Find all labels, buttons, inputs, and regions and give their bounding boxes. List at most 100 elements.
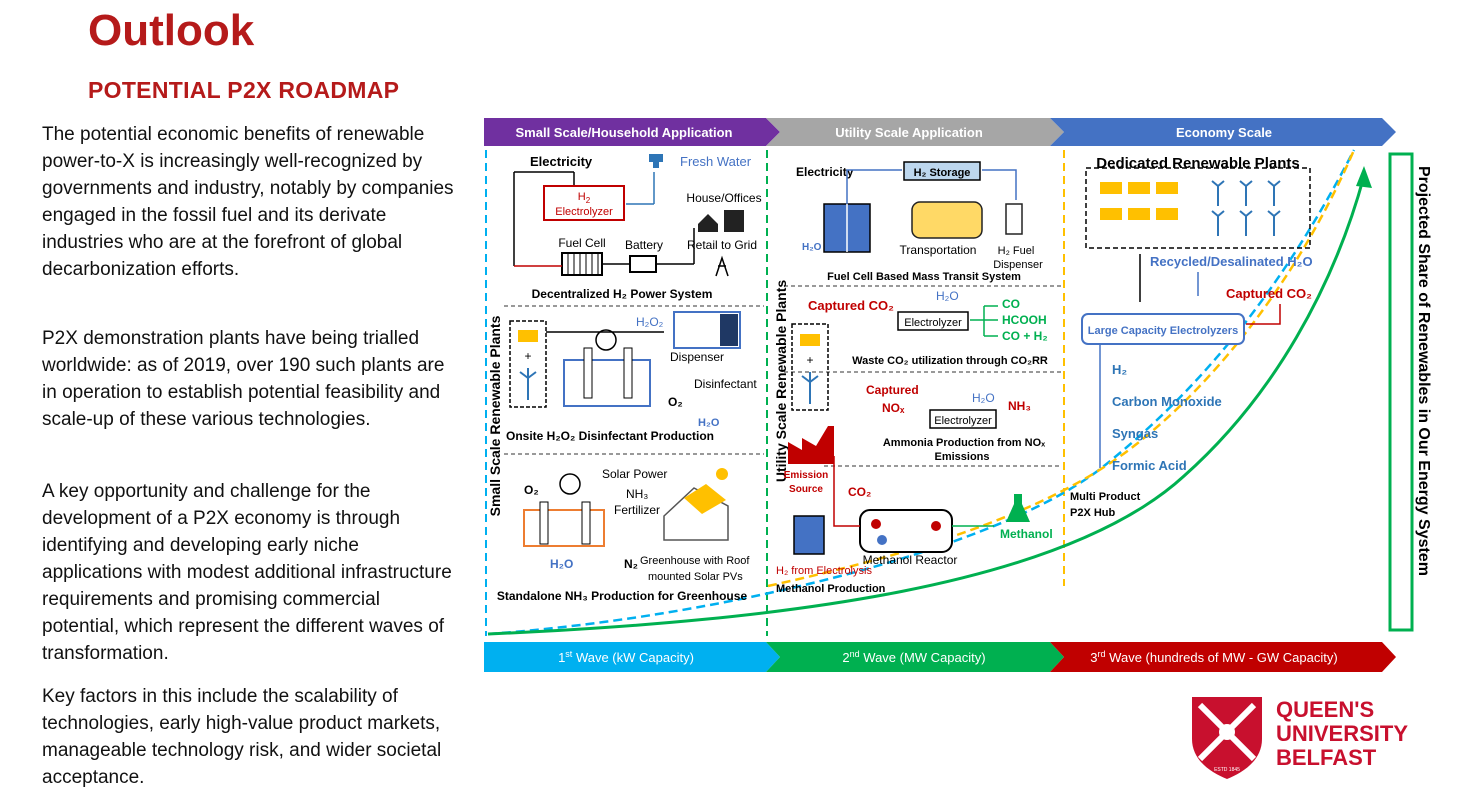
product-co-h2: CO + H₂ <box>1002 329 1048 343</box>
product-hcooh: HCOOH <box>1002 313 1047 327</box>
power-supply-icon-2 <box>559 473 581 495</box>
logo-line-1: QUEEN'S <box>1276 697 1374 722</box>
large-electrolyzers-label: Large Capacity Electrolyzers <box>1088 325 1238 337</box>
utility-co2-label: CO₂ <box>848 485 871 499</box>
small-electricity-label: Electricity <box>530 154 593 169</box>
product-co: CO <box>1002 297 1020 311</box>
utility-dispenser-label: Dispenser <box>993 259 1043 271</box>
battery-icon <box>629 255 657 273</box>
h2o2-label: H₂O₂ <box>636 315 664 329</box>
logo-line-3: BELFAST <box>1276 745 1377 770</box>
h2o-label: H₂O <box>698 417 720 429</box>
small-scale-section: Electricity Fresh Water H2 Electrolyzer … <box>497 154 762 603</box>
retail-to-grid-label: Retail to Grid <box>687 238 757 252</box>
large-electrolyzers-box <box>1081 313 1245 345</box>
faucet-icon <box>649 154 663 168</box>
h2ob-label: H₂O <box>550 557 573 571</box>
greenhouse-label-1: Greenhouse with Roof <box>640 555 750 567</box>
side-label-utility: Utility Scale Renewable Plants <box>773 280 789 483</box>
office-icon <box>724 210 744 232</box>
economy-product-syngas: Syngas <box>1112 426 1158 441</box>
p2x-roadmap-figure: Small Scale/Household Application Utilit… <box>484 118 1432 672</box>
wave-1-label: 1st Wave (kW Capacity) <box>558 649 694 665</box>
top-arrow-small: Small Scale/Household Application <box>516 125 733 140</box>
utility-system2-label: Waste CO₂ utilization through CO₂RR <box>852 355 1048 367</box>
utility-system4-label: Methanol Production <box>776 583 886 595</box>
h2-electrolyzer-box <box>543 185 625 221</box>
methanol-reactor-label: Methanol Reactor <box>863 553 958 567</box>
growth-curve-green <box>487 175 1366 636</box>
system2-label: Onsite H₂O₂ Disinfectant Production <box>506 429 714 443</box>
utility-system3b-label: Emissions <box>934 451 989 463</box>
slide-subtitle: POTENTIAL P2X ROADMAP <box>88 77 400 103</box>
slide-title: Outlook <box>88 6 255 55</box>
h2-storage-label: H₂ Storage <box>914 167 971 179</box>
methanol-flask-icon <box>1006 494 1030 522</box>
paragraph-1: The potential economic benefits of renew… <box>42 124 454 280</box>
system3-label: Standalone NH₃ Production for Greenhouse <box>497 589 748 603</box>
house-offices-label: House/Offices <box>686 191 761 205</box>
utility-system1-label: Fuel Cell Based Mass Transit System <box>827 271 1021 283</box>
recycled-h2o-label: Recycled/Desalinated H₂O <box>1150 254 1313 269</box>
methanol-reactor-icon <box>859 509 953 553</box>
paragraph-3: A key opportunity and challenge for the … <box>42 481 452 664</box>
disinfectant-label: Disinfectant <box>694 377 757 391</box>
solar-panel-icon <box>518 330 538 342</box>
o2-label: O₂ <box>668 395 683 409</box>
economy-product-formic: Formic Acid <box>1112 458 1187 473</box>
house-icon <box>698 214 718 232</box>
svg-text:+: + <box>524 349 531 363</box>
pylon-icon <box>715 255 729 277</box>
economy-product-co: Carbon Monoxide <box>1112 394 1222 409</box>
n2-label: N₂ <box>624 557 638 571</box>
nox-electrolyzer-box <box>929 409 997 429</box>
side-label-small: Small Scale Renewable Plants <box>487 315 503 516</box>
qub-logo: ESTD 1845 QUEEN'S UNIVERSITY BELFAST <box>1190 695 1440 780</box>
wave-2-label: 2nd Wave (MW Capacity) <box>842 649 985 665</box>
methanol-electrolyzer-icon <box>793 515 825 555</box>
emission-source-label-1: Emission <box>784 470 828 481</box>
utility-system3a-label: Ammonia Production from NOₓ <box>883 437 1046 449</box>
small-electrolyzer-label: Electrolyzer <box>555 206 613 218</box>
methanol-label: Methanol <box>1000 527 1053 541</box>
co2rr-electrolyzer-box <box>897 311 969 331</box>
utility-solar-icon <box>800 334 820 346</box>
solar-power-label: Solar Power <box>602 467 667 481</box>
system1-label: Decentralized H₂ Power System <box>532 287 713 301</box>
dispenser-label: Dispenser <box>670 350 724 364</box>
fertilizer-label: Fertilizer <box>614 503 660 517</box>
top-arrow-bar: Small Scale/Household Application Utilit… <box>484 118 1396 146</box>
utility-electricity-label: Electricity <box>796 165 854 179</box>
nh3-cell <box>523 509 605 547</box>
utility-h2o-label: H₂O <box>802 242 822 253</box>
nox-label: NOₓ <box>882 401 905 415</box>
wind-turbine-icon <box>519 368 537 400</box>
logo-line-2: UNIVERSITY <box>1276 721 1408 746</box>
p2x-hub-label-2: P2X Hub <box>1070 507 1116 519</box>
utility-renewable-box <box>791 323 829 411</box>
battery-label: Battery <box>625 238 663 252</box>
fuel-dispenser-icon <box>1005 203 1023 235</box>
sun-icon <box>716 468 728 480</box>
paragraph-2: P2X demonstration plants have being tria… <box>42 328 445 430</box>
factory-icon <box>788 426 834 464</box>
top-arrow-utility: Utility Scale Application <box>835 125 983 140</box>
h2-fuel-label: H₂ Fuel <box>998 245 1035 257</box>
emission-source-label-2: Source <box>789 484 823 495</box>
crest-year: ESTD 1845 <box>1214 767 1240 773</box>
bus-icon <box>911 201 983 239</box>
utility-h2o-b-label: H₂O <box>936 289 959 303</box>
projected-share-frame <box>1388 152 1414 632</box>
utility-scale-section: Electricity H₂O H₂ Storage Transportatio… <box>776 161 1053 595</box>
power-supply-icon <box>595 329 617 351</box>
paragraph-4: Key factors in this include the scalabil… <box>42 686 442 788</box>
fresh-water-label: Fresh Water <box>680 154 752 169</box>
nh3-label: NH₃ <box>626 487 648 501</box>
side-label-projected: Projected Share of Renewables in Our Ene… <box>1415 166 1432 576</box>
economy-captured-co2-label: Captured CO₂ <box>1226 286 1312 301</box>
h2o2-cell <box>563 359 651 407</box>
co2rr-electrolyzer-label: Electrolyzer <box>904 317 962 329</box>
h2-from-electrolysis-label: H₂ from Electrolysis <box>776 565 872 577</box>
utility-wind-icon <box>801 372 819 404</box>
nox-electrolyzer-label: Electrolyzer <box>934 415 992 427</box>
